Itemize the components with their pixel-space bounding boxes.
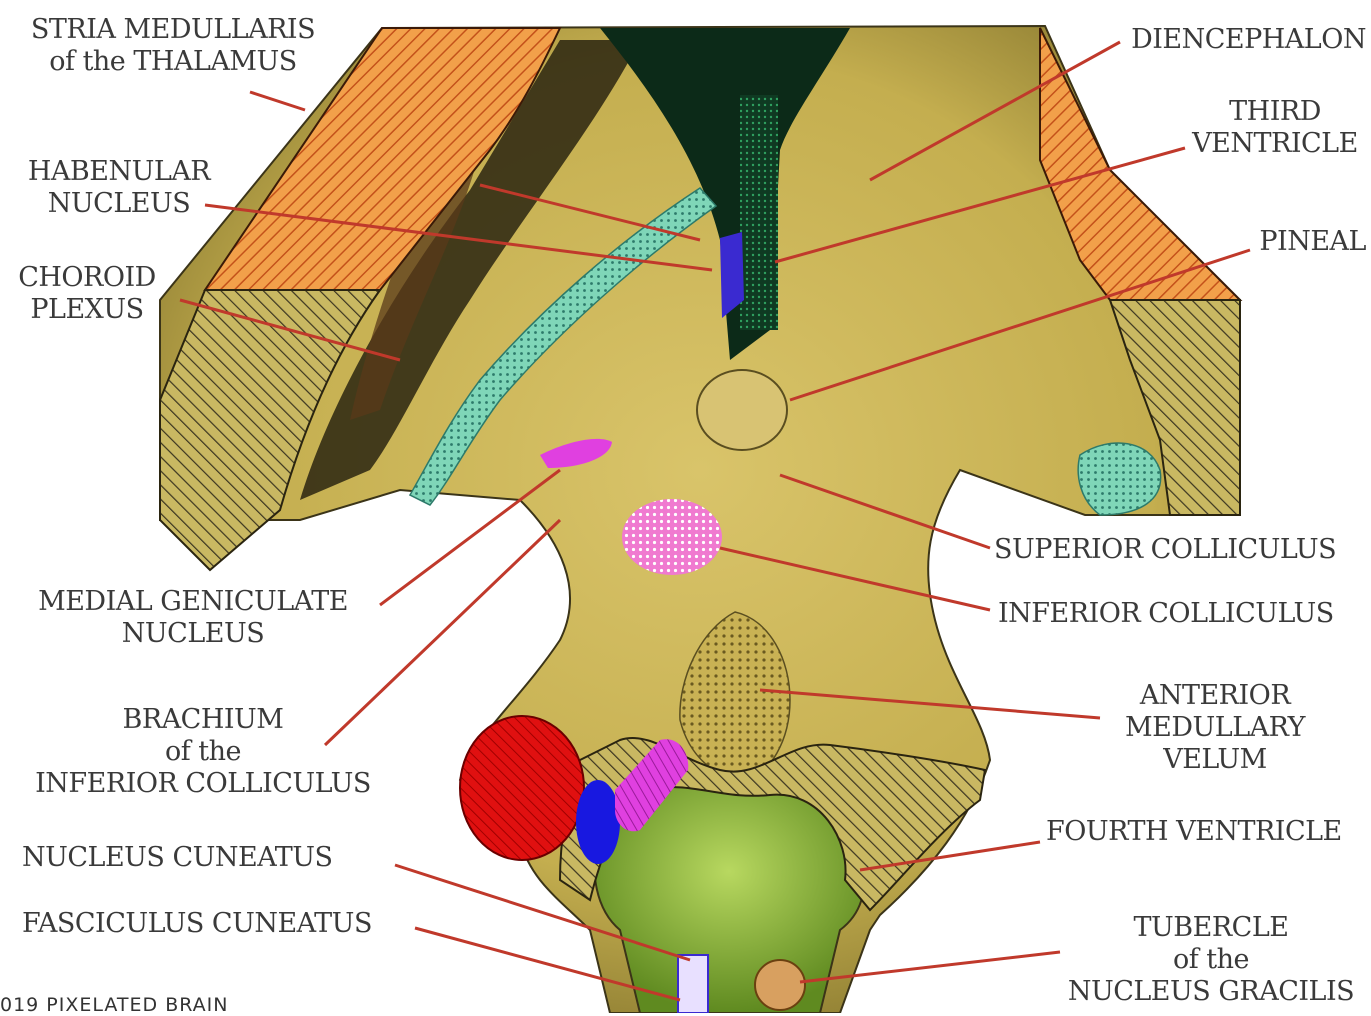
label-superior-colliculus: SUPERIOR COLLICULUS — [994, 534, 1336, 566]
leader-stria-medullaris — [250, 92, 305, 110]
gracilis-column — [678, 955, 708, 1013]
label-fasciculus-cuneatus: FASCICULUS CUNEATUS — [22, 908, 372, 940]
nucleus-cuneatus-red — [460, 716, 584, 860]
label-nucleus-cuneatus: NUCLEUS CUNEATUS — [22, 842, 333, 874]
pineal-body — [697, 370, 787, 450]
label-fourth-ventricle: FOURTH VENTRICLE — [1046, 816, 1342, 848]
tubercle-nucleus-gracilis-mark — [755, 960, 805, 1010]
third-ventricle-dots — [740, 95, 778, 330]
nucleus-cuneatus-blue — [576, 780, 620, 864]
label-inferior-colliculus: INFERIOR COLLICULUS — [998, 598, 1334, 630]
label-pineal: PINEAL — [1240, 226, 1366, 258]
label-diencephalon: DIENCEPHALON — [1100, 24, 1366, 56]
inferior-colliculus-mark — [622, 499, 722, 575]
